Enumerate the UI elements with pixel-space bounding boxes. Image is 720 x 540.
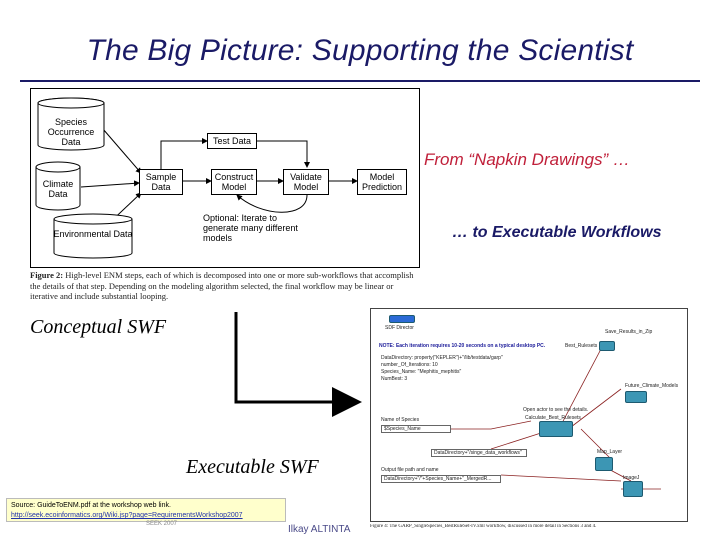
calculate-best-label: Calculate_Best_Rulesets [525, 415, 581, 421]
future-climate-label: Future_Climate_Models [625, 383, 679, 389]
species-name-field: $Species_Name [381, 425, 451, 433]
map-layer-label: Map_Layer [597, 449, 623, 455]
footer-small: SEEK 2007 [146, 521, 178, 527]
test-data-box: Test Data [207, 133, 257, 149]
figure-caption: Figure 2: High-level ENM steps, each of … [30, 270, 420, 302]
save-results-actor [599, 341, 615, 351]
sdf-director-icon [389, 315, 415, 323]
workflow-caption: Figure 4: The GARP_SingleSpecies_BestRul… [370, 524, 597, 529]
validate-model-box: Validate Model [283, 169, 329, 195]
construct-model-box: Construct Model [211, 169, 257, 195]
output-file-label: Output file path and name [381, 467, 439, 473]
conceptual-to-executable-arrow [234, 312, 362, 417]
calculate-best-actor [539, 421, 573, 437]
workflow-links [451, 348, 661, 490]
species-label: Species Occurrence Data [47, 117, 95, 147]
climate-cylinder: Climate Data [35, 161, 81, 211]
save-results-label: Save_Results_in_Zip [605, 329, 653, 335]
imagej-actor [623, 481, 643, 497]
climate-label: Climate Data [42, 179, 74, 199]
param-species-name: Species_Name: "Mephitis_mephitis" [381, 369, 462, 375]
executable-workflows-text: … to Executable Workflows [452, 224, 662, 241]
slide-title: The Big Picture: Supporting the Scientis… [86, 34, 634, 67]
caption-text: High-level ENM steps, each of which is d… [30, 270, 414, 301]
param-numbest: NumBest: 3 [381, 376, 408, 382]
title-rule [20, 80, 700, 82]
data-directory-field: DataDirectory+"/singe_data_workflows" [431, 449, 527, 457]
author-name: Ilkay ALTINTA [288, 524, 351, 535]
workflow-screenshot: SDF Director NOTE: Each iteration requir… [370, 308, 688, 522]
map-layer-actor [595, 457, 613, 471]
species-occurrence-cylinder: Species Occurrence Data [37, 97, 105, 151]
future-climate-actor [625, 391, 647, 403]
source-link[interactable]: http://seek.ecoinformatics.org/Wiki.jsp?… [11, 512, 243, 519]
source-box: Source: GuideToENM.pdf at the workshop w… [6, 498, 286, 522]
conceptual-swf-label: Conceptual SWF [30, 316, 167, 338]
enm-diagram: Species Occurrence Data Climate Data Env… [30, 88, 420, 268]
environmental-label: Environmental Data [53, 229, 133, 239]
output-file-field: DataDirectory+"/"+Species_Name+"_MergedR… [381, 475, 501, 483]
source-text: Source: GuideToENM.pdf at the workshop w… [11, 502, 171, 509]
iterate-note: Optional: Iterate to generate many diffe… [203, 213, 298, 243]
param-data-directory: DataDirectory: property("KEPLER")+"/lib/… [381, 355, 503, 361]
best-rulesets-label: Best_Rulesets [565, 343, 598, 349]
open-actor-note: Open actor to see the details. [523, 407, 589, 413]
executable-swf-label: Executable SWF [186, 456, 319, 478]
sdf-director-label: SDF Director [385, 325, 414, 331]
sample-data-box: Sample Data [139, 169, 183, 195]
imagej-label: ImageJ [623, 475, 640, 481]
model-prediction-box: Model Prediction [357, 169, 407, 195]
caption-label: Figure 2: [30, 270, 64, 280]
param-iterations: number_Of_Iterations: 10 [381, 362, 438, 368]
napkin-drawings-text: From “Napkin Drawings” … [424, 150, 630, 169]
environmental-cylinder: Environmental Data [53, 213, 133, 259]
workflow-note: NOTE: Each iteration requires 10-20 seco… [379, 343, 546, 349]
name-of-species-label: Name of Species [381, 417, 420, 423]
